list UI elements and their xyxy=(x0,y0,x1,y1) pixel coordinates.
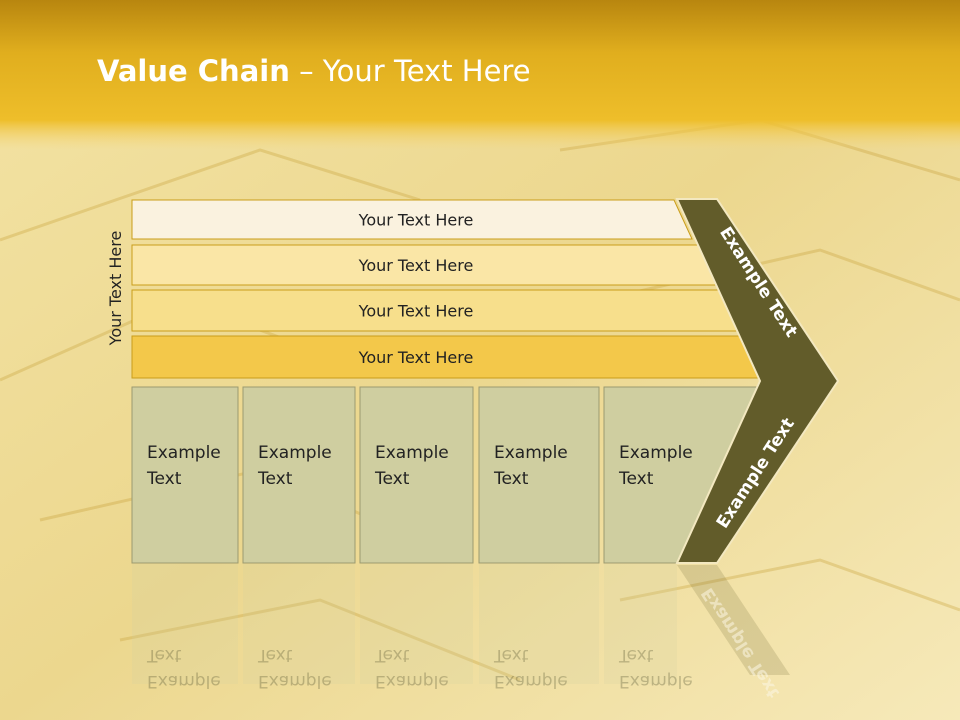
box-3-line1: Example xyxy=(375,443,449,463)
box-1-reflection-line2: Text xyxy=(146,645,182,665)
box-5-reflection-line1: Example xyxy=(619,671,693,691)
box-3 xyxy=(359,386,474,564)
box-3-reflection-line1: Example xyxy=(375,671,449,691)
bar-label-2: Your Text Here xyxy=(358,256,474,275)
box-1-line2: Text xyxy=(146,469,182,489)
box-1 xyxy=(131,386,239,564)
box-5-reflection xyxy=(604,564,677,684)
box-5-line1: Example xyxy=(619,443,693,463)
chevron-reflection xyxy=(677,565,790,675)
box-4-reflection-line1: Example xyxy=(494,671,568,691)
box-4 xyxy=(478,386,600,564)
box-2-reflection-line1: Example xyxy=(258,671,332,691)
box-5-line2: Text xyxy=(618,469,654,489)
side-label: Your Text Here xyxy=(106,231,125,347)
box-2-reflection xyxy=(243,564,355,684)
box-3-reflection xyxy=(360,564,473,684)
box-4-line1: Example xyxy=(494,443,568,463)
box-2-line1: Example xyxy=(258,443,332,463)
box-3-reflection-line2: Text xyxy=(374,645,410,665)
box-4-reflection xyxy=(479,564,599,684)
box-1-line1: Example xyxy=(147,443,221,463)
box-5-reflection-line2: Text xyxy=(618,645,654,665)
bar-label-3: Your Text Here xyxy=(358,302,474,321)
title-bold: Value Chain xyxy=(97,54,290,88)
title-rest: – Your Text Here xyxy=(289,54,531,88)
bar-label-1: Your Text Here xyxy=(358,211,474,230)
box-2-reflection-line2: Text xyxy=(257,645,293,665)
bar-1 xyxy=(131,199,693,240)
box-2 xyxy=(242,386,356,564)
box-3-line2: Text xyxy=(374,469,410,489)
box-2-line2: Text xyxy=(257,469,293,489)
box-1-reflection-line1: Example xyxy=(147,671,221,691)
box-1-reflection xyxy=(132,564,238,684)
page-title: Value Chain – Your Text Here xyxy=(97,54,531,88)
box-4-line2: Text xyxy=(493,469,529,489)
box-4-reflection-line2: Text xyxy=(493,645,529,665)
bar-label-4: Your Text Here xyxy=(358,348,474,367)
chevron: Example Text Example Text xyxy=(675,198,840,564)
chevron-shape xyxy=(675,198,840,564)
